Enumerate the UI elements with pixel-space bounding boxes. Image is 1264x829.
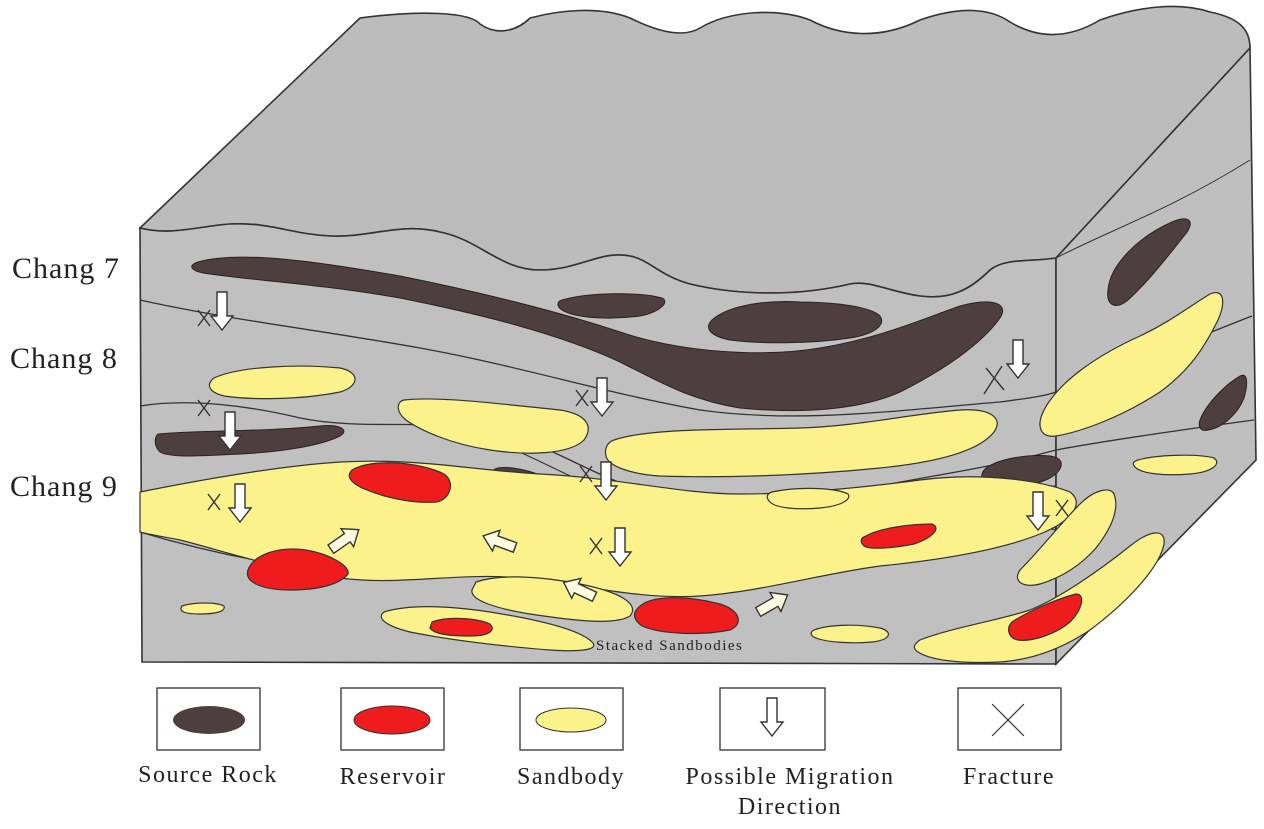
source-rock-small-2	[708, 301, 882, 344]
layer-label-chang7: Chang 7	[12, 252, 120, 285]
legend-label-migration-line2: Direction	[737, 794, 843, 820]
sandbody-small-right	[1132, 454, 1218, 476]
sandbody-chang8-right	[604, 409, 998, 478]
fractures	[197, 309, 1069, 555]
reservoir-2	[246, 548, 349, 591]
sandbody-lower-3	[810, 624, 889, 644]
reservoir-bodies	[246, 462, 1083, 641]
legend-swatch-fracture	[991, 703, 1025, 737]
source-rock-chang9-left	[154, 425, 345, 457]
source-rock-main	[191, 256, 1003, 412]
source-rock-side-top	[1107, 218, 1191, 306]
legend-swatch-sandbody	[535, 707, 607, 733]
source-rock-side-right	[1198, 374, 1248, 431]
stacked-sandbodies-annotation: Stacked Sandbodies	[596, 638, 744, 654]
sandbody-small-left	[180, 602, 225, 615]
boundary-chang7-chang8	[139, 299, 1057, 417]
legend-swatch-source-rock	[173, 706, 245, 734]
legend-label-source-rock: Source Rock	[138, 762, 278, 788]
reservoir-4	[429, 617, 493, 637]
sandbody-small-mid	[766, 487, 850, 510]
legend-swatch-reservoir	[353, 705, 431, 735]
reservoir-1	[348, 462, 452, 503]
sandbody-chang8-left	[208, 365, 356, 400]
fracture-line	[985, 367, 1005, 391]
sandbody-side-upper	[1039, 292, 1224, 437]
legend	[156, 687, 1062, 751]
legend-label-fracture: Fracture	[963, 764, 1055, 790]
legend-label-reservoir: Reservoir	[339, 764, 447, 790]
side-boundary-2	[1055, 419, 1255, 451]
sandbody-side-lower	[1016, 489, 1117, 586]
source-rock-small-1	[557, 293, 666, 319]
sandbody-lower-1	[471, 576, 633, 622]
layer-label-chang9: Chang 9	[10, 470, 118, 503]
layer-label-chang8: Chang 8	[10, 342, 118, 375]
legend-label-migration-line1: Possible Migration	[685, 764, 895, 790]
reservoir-6	[1008, 593, 1083, 641]
reservoir-5	[860, 523, 937, 549]
reservoir-3	[633, 597, 739, 635]
sandbody-lower-right	[913, 532, 1165, 664]
sandbody-chang8-mid	[397, 398, 589, 454]
sandbody-shapes	[139, 292, 1224, 664]
legend-label-sandbody: Sandbody	[517, 764, 625, 790]
fracture-line	[983, 365, 1003, 395]
side-boundary-3	[1055, 159, 1251, 259]
